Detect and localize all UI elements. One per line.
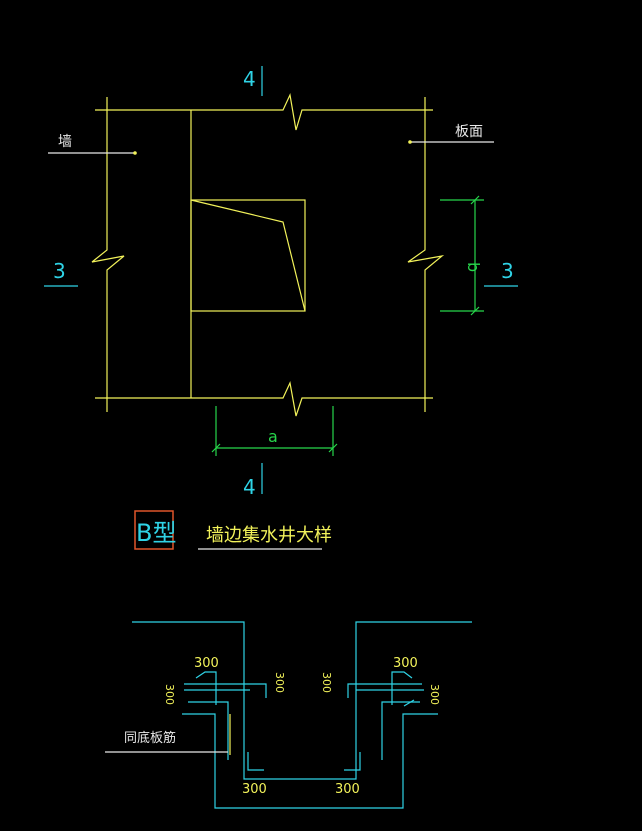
dim-side-2: 300 (273, 672, 286, 693)
slab-surface-label: 板面 (455, 124, 483, 140)
detail-caption: 墙边集水井大样 (206, 525, 332, 546)
bar-down-left (188, 701, 229, 760)
plan-bottom-line (95, 381, 433, 417)
hook-top-left (195, 671, 217, 705)
hook-top-right (391, 671, 413, 705)
type-label: B型 (136, 519, 176, 547)
hook-bottom-left (247, 752, 264, 771)
slab-bottom-outline (182, 713, 438, 809)
plan-top-line (95, 93, 433, 131)
dim-side-3: 300 (320, 672, 333, 693)
plan-view: 墙 板面 4 4 3 3 a b (44, 66, 518, 499)
dim-a-label: a (268, 427, 278, 446)
dim-bottom-right: 300 (335, 782, 360, 797)
sump-slope-line (190, 199, 306, 312)
pit-outline (132, 621, 472, 780)
section-right-number: 3 (501, 259, 514, 283)
dim-b-label: b (464, 262, 483, 272)
plan-right-line (407, 97, 445, 412)
section-view: 300 300 300 300 300 300 300 300 同底板筋 (105, 621, 472, 809)
dim-top-right: 300 (393, 656, 418, 671)
wall-leader-dot (133, 151, 137, 155)
type-label-box (134, 510, 174, 550)
slab-leader-dot (408, 140, 412, 144)
sump-pit-outline (190, 199, 306, 312)
dim-side-4: 300 (428, 684, 441, 705)
hook-mark-right (403, 699, 415, 707)
plan-left-line (91, 97, 125, 412)
bar-down-right (381, 701, 420, 760)
dim-b-tick-bottom (470, 306, 480, 316)
rebar-label: 同底板筋 (124, 730, 176, 746)
dim-top-left: 300 (194, 656, 219, 671)
section-left-number: 3 (53, 259, 66, 283)
dim-a-tick-right (328, 443, 338, 453)
wall-label: 墙 (58, 134, 72, 150)
dim-bottom-left: 300 (242, 782, 267, 797)
dim-side-1: 300 (163, 684, 176, 705)
hook-bottom-right (344, 752, 361, 771)
section-bottom-number: 4 (243, 475, 256, 499)
dim-b-tick-top (470, 195, 480, 205)
section-top-number: 4 (243, 67, 256, 91)
dim-a-tick-left (211, 443, 221, 453)
upper-bar-right (347, 683, 422, 698)
detail-title: B型 墙边集水井大样 (134, 510, 332, 550)
upper-bar-left (184, 683, 267, 698)
